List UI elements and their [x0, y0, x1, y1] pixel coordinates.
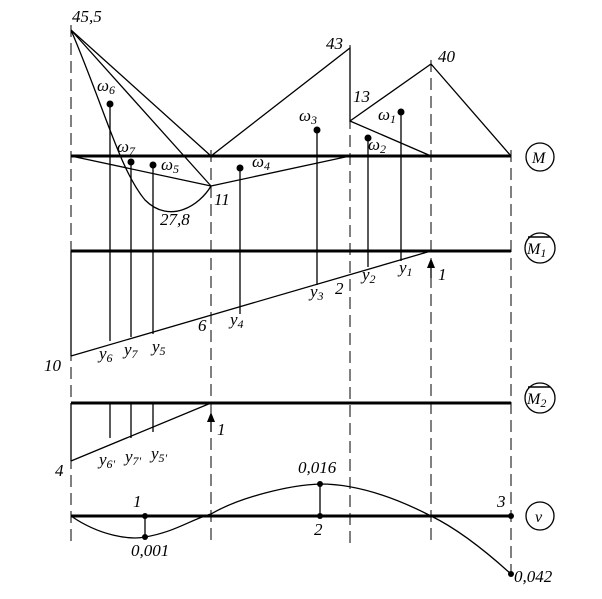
ordinate-y7-prime: y7': [123, 447, 142, 468]
moment-label: M: [531, 150, 547, 167]
deflection-point-label-2: 2: [314, 520, 323, 539]
ordinate-y6-prime: y6': [97, 450, 116, 471]
unit-1-force: 1: [438, 265, 447, 284]
area-label-1: ω1: [378, 105, 396, 126]
unit-1-label: M1: [526, 241, 546, 260]
deflection-point-1: [142, 513, 148, 519]
value-43: 43: [326, 34, 343, 53]
unit-2-force-arrow-icon: [207, 412, 215, 422]
area-label-7: ω7: [117, 137, 136, 158]
value-13: 13: [353, 87, 370, 106]
ordinate-y2: y2: [360, 265, 376, 286]
unit-1-slope: [70, 250, 432, 357]
unit-diagram-1: 1 10 6 2 y6 y7 y5 y4 y3 y2 y1 M1: [44, 232, 556, 375]
ordinate-y1: y1: [397, 258, 413, 279]
moment-base-left: [70, 155, 212, 187]
unit-2-label-circle: [524, 382, 556, 414]
unit-2-force: 1: [217, 420, 226, 439]
deflection-point-2: [317, 513, 323, 519]
area-label-5: ω5: [161, 155, 179, 176]
value-2: 2: [335, 279, 344, 298]
deflection-diagram: 1 2 3 0,001 0,016 0,042 v: [70, 458, 555, 586]
unit-1-label-circle: [524, 232, 556, 264]
deflection-label: v: [535, 509, 543, 526]
value-6: 6: [198, 316, 207, 335]
ordinate-y6: y6: [97, 344, 113, 365]
area-label-2: ω2: [368, 135, 386, 156]
value-11: 11: [214, 190, 230, 209]
deflection-value-point-2: [317, 481, 323, 487]
deflection-label-circle: [525, 501, 555, 531]
deflection-value-2: 0,016: [298, 458, 337, 477]
deflection-point-3: [508, 513, 514, 519]
deflection-value-1: 0,001: [131, 541, 169, 560]
moment-step-line: [349, 120, 432, 157]
moment-chord-left: [70, 29, 212, 187]
value-40: 40: [438, 47, 456, 66]
unit-1-force-arrow-icon: [427, 258, 435, 268]
moment-curve: [70, 29, 212, 213]
ordinate-y7: y7: [122, 340, 139, 361]
area-label-3: ω3: [299, 106, 317, 127]
deflection-value-point-1: [142, 534, 148, 540]
deflection-value-3: 0,042: [514, 567, 553, 586]
value-45-5: 45,5: [72, 7, 102, 26]
unit-2-label: M2: [526, 391, 546, 410]
deflection-point-label-3: 3: [496, 492, 506, 511]
moment-label-circle: [525, 142, 555, 172]
moment-outline: [70, 29, 512, 157]
deflection-point-label-1: 1: [133, 492, 142, 511]
moment-diagram: 45,5 43 40 13 11 27,8 ω6 ω7 ω5 ω4 ω3 ω2 …: [70, 7, 555, 229]
value-4: 4: [55, 461, 64, 480]
unit-diagram-2: 1 4 y6' y7' y5' M2: [55, 382, 556, 480]
deflection-value-point-3: [508, 571, 514, 577]
value-10: 10: [44, 356, 62, 375]
ordinate-y5: y5: [150, 337, 166, 358]
area-label-4: ω4: [252, 152, 270, 173]
value-27-8: 27,8: [160, 210, 190, 229]
area-label-6: ω6: [97, 76, 115, 97]
unit-2-slope: [70, 402, 212, 462]
ordinate-y4: y4: [228, 310, 244, 331]
moment-base-mid: [210, 155, 351, 187]
ordinate-y3: y3: [308, 282, 324, 303]
ordinate-y5-prime: y5': [149, 444, 168, 465]
